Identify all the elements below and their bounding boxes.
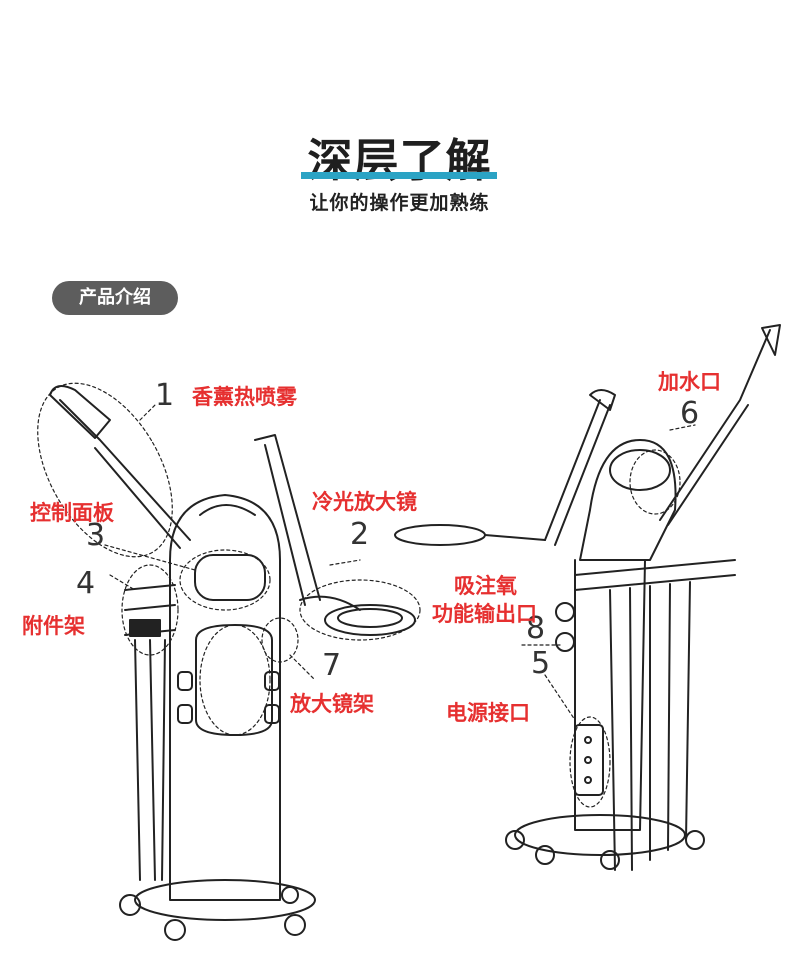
callout-number-5: 5: [531, 646, 551, 681]
callout-number-7: 7: [322, 648, 342, 683]
label-control-panel: 控制面板: [30, 501, 114, 525]
callout-number-1: 1: [155, 378, 175, 413]
callout-number-6: 6: [680, 396, 700, 431]
label-accessory-rack: 附件架: [22, 614, 85, 638]
label-power-interface: 电源接口: [446, 701, 530, 725]
label-cold-light-magnifier: 冷光放大镜: [312, 490, 417, 514]
label-water-inlet: 加水口: [658, 370, 721, 394]
label-aroma-steam: 香薰热喷雾: [192, 385, 297, 409]
label-oxygen-output-line2: 功能输出口: [432, 602, 537, 626]
section-pill: 产品介绍: [52, 281, 178, 315]
callout-number-2: 2: [350, 517, 370, 552]
page-subtitle: 让你的操作更加熟练: [309, 192, 490, 214]
callout-number-8: 8: [526, 611, 546, 646]
callout-number-4: 4: [76, 566, 96, 601]
label-magnifier-holder: 放大镜架: [290, 692, 374, 716]
label-oxygen-output-line1: 吸注氧: [454, 574, 517, 598]
callout-number-3: 3: [86, 518, 106, 553]
title-underline: [301, 172, 497, 179]
